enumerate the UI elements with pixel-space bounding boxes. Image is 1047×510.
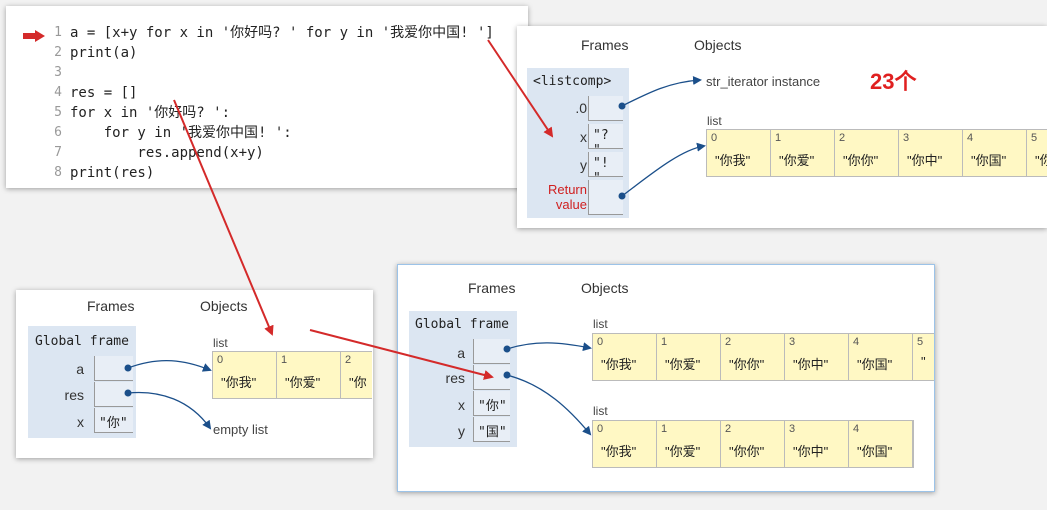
list-item: 5" [913, 334, 934, 380]
list-item: 5"你 [1027, 130, 1047, 176]
code-line[interactable]: 7 res.append(x+y) [54, 145, 264, 161]
var-name: a [457, 345, 465, 361]
var-value-cell[interactable]: "? " [588, 124, 623, 158]
var-value-cell[interactable] [588, 96, 623, 121]
list-item: 3"你中" [785, 421, 849, 467]
list-object-a[interactable]: 0"你我" 1"你爱" 2"你你" 3"你中" 4"你国" 5" [592, 333, 934, 381]
list-item: 3"你中" [785, 334, 849, 380]
var-value-cell[interactable]: "你" [473, 391, 510, 416]
list-label: list [593, 404, 608, 418]
frames-header: Frames [468, 280, 516, 296]
var-name: a [76, 361, 84, 377]
list-item: 1"你爱" [771, 130, 835, 176]
listcomp-visualization-panel: Frames Objects <listcomp> .0 x "? " y "!… [517, 26, 1047, 228]
count-annotation: 23个 [870, 69, 917, 94]
list-item: 1"你爱" [277, 352, 341, 398]
code-line[interactable]: 3 [54, 65, 62, 80]
var-value-cell[interactable]: "你" [94, 408, 133, 433]
loop-start-visualization-panel: Frames Objects Global frame a res x "你" … [16, 290, 373, 458]
frames-header: Frames [87, 298, 135, 314]
listcomp-frame[interactable]: <listcomp> .0 x "? " y "! " Return value [527, 68, 629, 218]
pointer-arrows [124, 75, 706, 436]
list-label: list [213, 336, 228, 350]
var-name: x [77, 414, 84, 430]
var-value-cell[interactable] [94, 356, 133, 381]
current-line-arrow-icon [23, 30, 45, 42]
var-value: "国" [478, 425, 507, 440]
list-item: 2"你你" [835, 130, 899, 176]
var-name: x [458, 397, 465, 413]
var-value-cell[interactable]: "! " [588, 152, 623, 186]
frames-header: Frames [581, 37, 629, 53]
objects-header: Objects [581, 280, 629, 296]
list-item: 4"你国" [849, 421, 913, 467]
frame-title: Global frame [35, 334, 129, 349]
list-item: 2"你你" [721, 334, 785, 380]
frame-title: Global frame [415, 317, 509, 332]
list-item: 3"你中" [899, 130, 963, 176]
list-item: 1"你爱" [657, 421, 721, 467]
empty-list-object[interactable]: empty list [213, 422, 268, 437]
frame-title: <listcomp> [533, 74, 612, 89]
list-item: 0"你我" [593, 334, 657, 380]
objects-header: Objects [694, 37, 742, 53]
var-name: .0 [575, 100, 587, 116]
list-item: 1"你爱" [657, 334, 721, 380]
list-label: list [707, 114, 722, 128]
global-frame[interactable]: Global frame a res x "你" y "国" [409, 311, 517, 447]
return-value-cell[interactable] [588, 180, 623, 215]
list-label: list [593, 317, 608, 331]
list-item: 2"你 [341, 352, 372, 398]
list-object[interactable]: 0"你我" 1"你爱" 2"你你" 3"你中" 4"你国" 5"你 [706, 129, 1047, 177]
list-item: 0"你我" [707, 130, 771, 176]
annotation-arrows [173, 39, 554, 380]
var-value: "你" [478, 399, 507, 414]
objects-header: Objects [200, 298, 248, 314]
var-value: "? " [593, 128, 609, 158]
list-clip: 0"你我" 1"你爱" 2"你 [212, 351, 372, 399]
var-value: "! " [593, 156, 609, 186]
code-line[interactable]: 6 for y in '我爱你中国! ': [54, 125, 292, 141]
list-item: 4"你国" [963, 130, 1027, 176]
var-value-cell[interactable]: "国" [473, 417, 510, 442]
var-name: x [580, 129, 587, 145]
list-object-res[interactable]: 0"你我" 1"你爱" 2"你你" 3"你中" 4"你国" [592, 420, 914, 468]
var-value-cell[interactable] [473, 339, 510, 364]
var-value: "你" [99, 416, 128, 431]
list-clip: 0"你我" 1"你爱" 2"你你" 3"你中" 4"你国" 5" [592, 333, 934, 381]
var-name: y [458, 423, 465, 439]
list-item: 2"你你" [721, 421, 785, 467]
list-object[interactable]: 0"你我" 1"你爱" 2"你 [212, 351, 372, 399]
var-name: res [64, 387, 84, 403]
global-frame[interactable]: Global frame a res x "你" [28, 326, 136, 438]
list-item: 0"你我" [213, 352, 277, 398]
list-item: 4"你国" [849, 334, 913, 380]
list-item: 0"你我" [593, 421, 657, 467]
var-name: y [580, 157, 587, 173]
str-iterator-object[interactable]: str_iterator instance [706, 74, 821, 89]
return-value-label: Return value [547, 182, 587, 212]
var-name: res [445, 370, 465, 386]
